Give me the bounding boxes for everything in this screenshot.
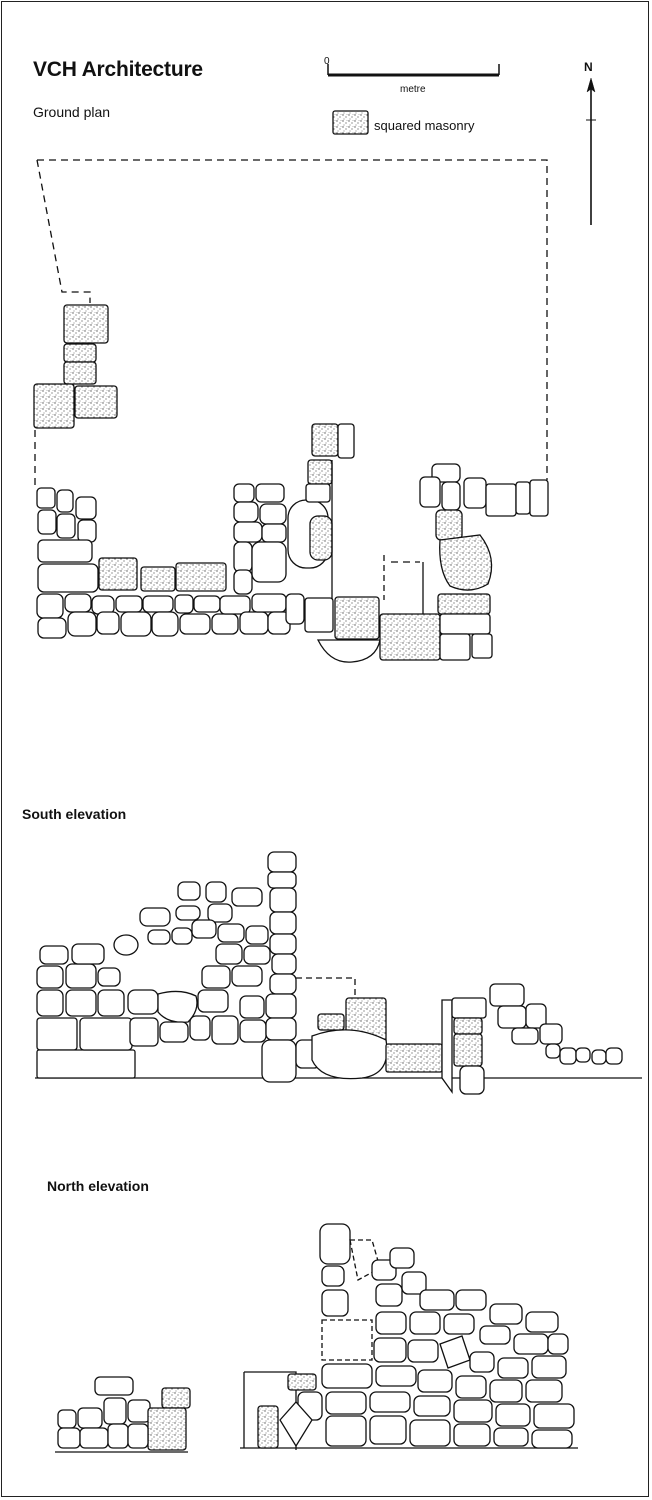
scale-bar-zero: 0: [324, 56, 330, 67]
south-elevation-label: South elevation: [22, 806, 127, 822]
legend-squared-masonry-label: squared masonry: [374, 118, 475, 133]
north-arrow: [586, 77, 596, 225]
ground-plan-label: Ground plan: [33, 104, 111, 120]
scale-bar: [327, 64, 500, 77]
north-elevation-label: North elevation: [47, 1178, 149, 1194]
ground-plan: [33, 159, 549, 663]
scale-bar-unit: metre: [400, 84, 426, 95]
south-elevation: [35, 851, 642, 1095]
north-elevation: [55, 1223, 578, 1453]
legend-swatch: [332, 110, 369, 135]
figure-title: VCH Architecture: [33, 58, 203, 81]
north-arrow-label: N: [584, 60, 593, 74]
